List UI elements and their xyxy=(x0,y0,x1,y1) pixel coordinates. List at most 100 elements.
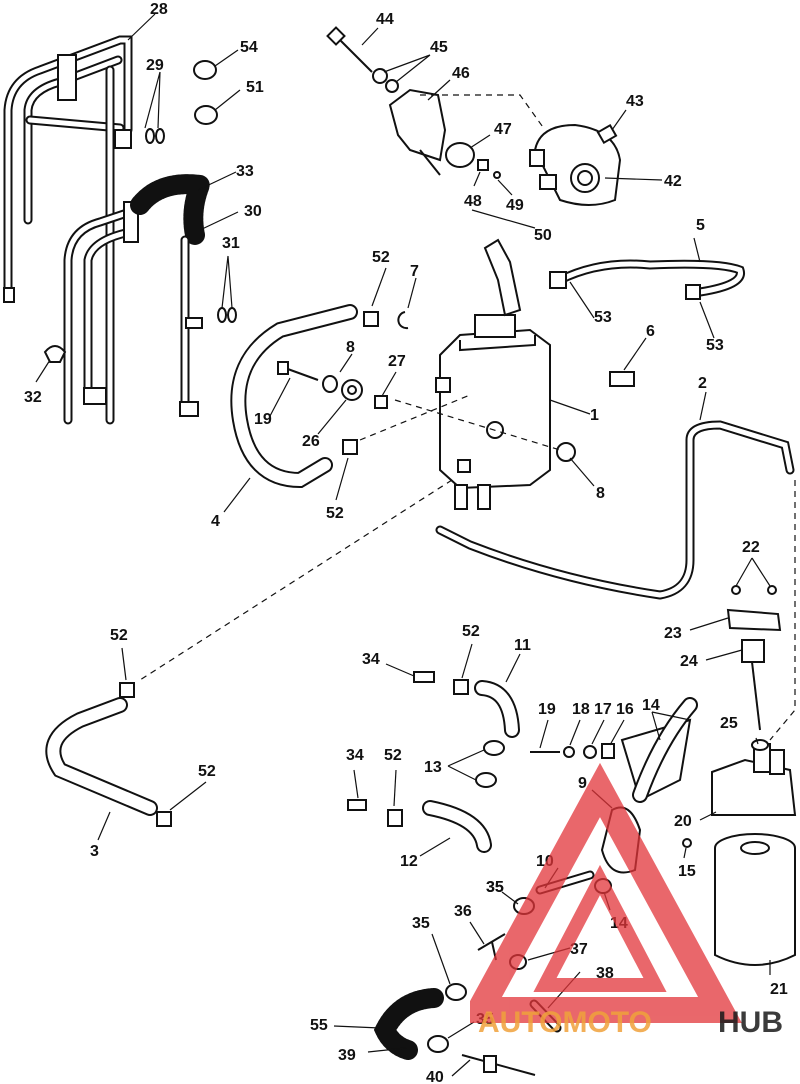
fuel-line-assembly-28 xyxy=(3,35,139,425)
label-18: 18 xyxy=(572,701,590,718)
clamps-51-54 xyxy=(193,60,218,125)
label-53b: 53 xyxy=(706,337,724,354)
label-28: 28 xyxy=(150,1,168,18)
label-52d: 52 xyxy=(198,763,216,780)
label-32: 32 xyxy=(24,389,42,406)
hardware-16-19 xyxy=(530,743,615,759)
label-22: 22 xyxy=(742,539,760,556)
sensor-6 xyxy=(609,371,635,387)
label-7: 7 xyxy=(410,263,419,280)
label-52e: 52 xyxy=(462,623,480,640)
label-12: 12 xyxy=(400,853,418,870)
label-21: 21 xyxy=(770,981,788,998)
label-13: 13 xyxy=(424,759,442,776)
label-40: 40 xyxy=(426,1069,444,1084)
fitting-40 xyxy=(461,1054,536,1076)
label-52a: 52 xyxy=(372,249,390,266)
label-50: 50 xyxy=(534,227,552,244)
label-1: 1 xyxy=(590,407,599,424)
label-19a: 19 xyxy=(254,411,272,428)
hose-5 xyxy=(555,259,745,297)
screw-15 xyxy=(682,838,692,848)
bracket-20 xyxy=(711,743,797,816)
watermark-triangle-icon xyxy=(470,762,742,1023)
washers-45 xyxy=(372,68,399,93)
o-ring-25 xyxy=(751,739,769,751)
label-3: 3 xyxy=(90,843,99,860)
clip-7 xyxy=(397,311,409,330)
clamps-53 xyxy=(549,271,701,300)
label-38: 38 xyxy=(596,965,614,982)
label-8b: 8 xyxy=(596,485,605,502)
label-49: 49 xyxy=(506,197,524,214)
label-54: 54 xyxy=(240,39,258,56)
automotohub-watermark: AUTOMOTO HUB xyxy=(470,762,783,1039)
label-43: 43 xyxy=(626,93,644,110)
label-42: 42 xyxy=(664,173,682,190)
label-16: 16 xyxy=(616,701,634,718)
label-53a: 53 xyxy=(594,309,612,326)
label-52b: 52 xyxy=(326,505,344,522)
label-15: 15 xyxy=(678,863,696,880)
label-37: 37 xyxy=(570,941,588,958)
hoses-11-12 xyxy=(422,680,520,853)
hose-4 xyxy=(230,304,358,489)
label-45: 45 xyxy=(430,39,448,56)
watermark-brand-part1: AUTOMOTO xyxy=(478,1006,652,1039)
o-rings-29 xyxy=(145,128,165,144)
label-44: 44 xyxy=(376,11,394,28)
routing-dashed-lines xyxy=(139,94,796,741)
washer-8 xyxy=(322,375,576,462)
fittings-34 xyxy=(347,671,435,811)
hose-3 xyxy=(45,697,158,816)
label-26: 26 xyxy=(302,433,320,450)
label-33: 33 xyxy=(236,163,254,180)
label-52c: 52 xyxy=(110,627,128,644)
label-47: 47 xyxy=(494,121,512,138)
label-52f: 52 xyxy=(384,747,402,764)
o-rings-31 xyxy=(217,307,237,323)
label-14a: 14 xyxy=(642,697,660,714)
label-2: 2 xyxy=(698,375,707,392)
label-9: 9 xyxy=(578,775,587,792)
label-35c: 35 xyxy=(412,915,430,932)
label-20: 20 xyxy=(674,813,692,830)
vapor-separator-1 xyxy=(435,238,551,510)
fitting-48-49 xyxy=(477,159,501,179)
label-51: 51 xyxy=(246,79,264,96)
watermark-brand-part2: HUB xyxy=(718,1006,783,1039)
sender-24 xyxy=(741,639,765,731)
bracket-46 xyxy=(388,88,447,176)
callout-leaders xyxy=(35,13,771,1077)
label-8a: 8 xyxy=(346,339,355,356)
label-34a: 34 xyxy=(362,651,380,668)
label-39: 39 xyxy=(338,1047,356,1064)
bushing-27 xyxy=(374,395,388,409)
label-34b: 34 xyxy=(346,747,364,764)
screws-22 xyxy=(731,585,777,595)
label-27: 27 xyxy=(388,353,406,370)
o-ring-47 xyxy=(445,142,475,168)
gasket-23 xyxy=(726,608,782,632)
clamps-13 xyxy=(475,740,505,788)
label-17: 17 xyxy=(594,701,612,718)
label-4: 4 xyxy=(211,513,220,530)
fuel-line-2 xyxy=(435,420,795,600)
label-30: 30 xyxy=(244,203,262,220)
label-29: 29 xyxy=(146,57,164,74)
label-23: 23 xyxy=(664,625,682,642)
label-35b: 35 xyxy=(486,879,504,896)
label-11: 11 xyxy=(514,637,531,654)
hose-sleeve-33 xyxy=(130,174,215,417)
label-48: 48 xyxy=(464,193,482,210)
label-31: 31 xyxy=(222,235,240,252)
label-24: 24 xyxy=(680,653,698,670)
clamps-52 xyxy=(119,311,469,827)
label-19b: 19 xyxy=(538,701,556,718)
oil-filter-21 xyxy=(714,833,796,966)
label-35a: 35 xyxy=(486,879,504,896)
fuel-pump-42 xyxy=(529,123,622,206)
label-55: 55 xyxy=(310,1017,328,1034)
bolt-44 xyxy=(326,26,373,73)
